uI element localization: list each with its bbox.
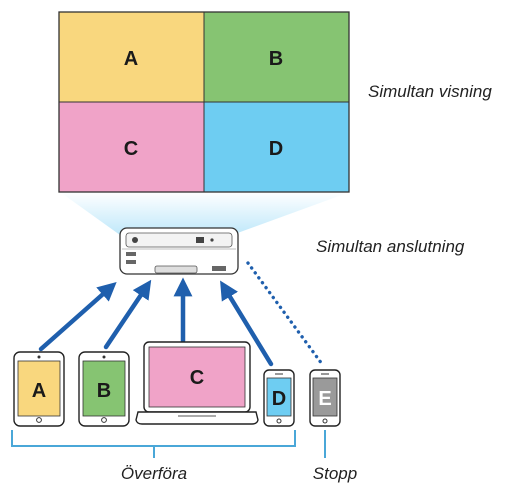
projection-beam bbox=[60, 192, 350, 235]
screen-tile-b-label: B bbox=[269, 48, 283, 70]
simultaneous-connection-label: Simultan anslutning bbox=[316, 237, 465, 256]
screen-tile-a-label: A bbox=[124, 48, 138, 70]
device-b-label: B bbox=[97, 380, 111, 402]
arrow-device-b bbox=[103, 279, 152, 350]
screen-tile-d-label: D bbox=[269, 138, 283, 160]
arrow-device-d bbox=[220, 280, 274, 367]
device-a-label: A bbox=[32, 380, 46, 402]
screen-tile-a: A bbox=[59, 12, 204, 102]
arrow-device-a bbox=[38, 281, 117, 352]
screen-tile-c: C bbox=[59, 102, 204, 192]
transfer-arrows bbox=[38, 277, 274, 367]
transfer-bracket bbox=[11, 430, 296, 458]
device-e-smartphone-icon: E bbox=[309, 369, 341, 427]
stop-label: Stopp bbox=[313, 464, 357, 483]
projected-screen: A B C D bbox=[58, 11, 350, 193]
device-d-smartphone-icon: D bbox=[263, 369, 295, 427]
device-c-label: C bbox=[190, 367, 204, 389]
projector-icon bbox=[119, 227, 239, 275]
device-e-label: E bbox=[318, 388, 331, 410]
simultaneous-display-label: Simultan visning bbox=[368, 82, 492, 101]
screen-tile-b: B bbox=[204, 12, 349, 102]
device-a-tablet-icon: A bbox=[13, 351, 65, 427]
inactive-connection-line bbox=[246, 261, 324, 366]
screen-tile-c-label: C bbox=[124, 138, 138, 160]
device-b-tablet-icon: B bbox=[78, 351, 130, 427]
device-d-label: D bbox=[272, 388, 286, 410]
screen-tile-d: D bbox=[204, 102, 349, 192]
device-c-laptop-icon: C bbox=[135, 341, 259, 425]
transfer-label: Överföra bbox=[121, 464, 187, 483]
